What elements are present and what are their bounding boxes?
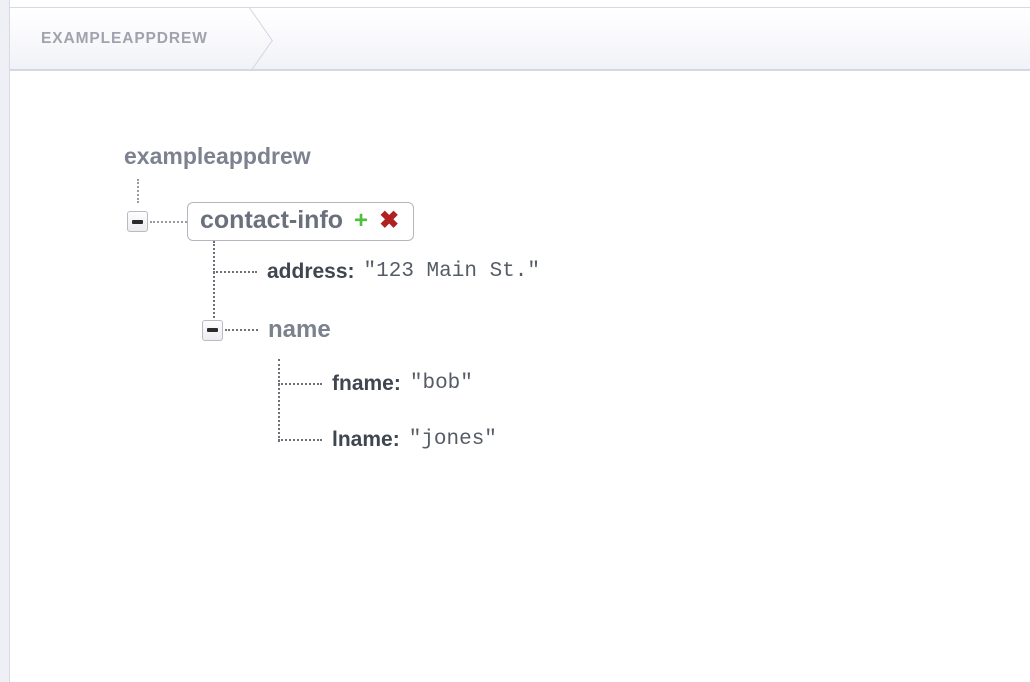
collapse-toggle-contact-info[interactable] (127, 211, 148, 232)
node-label-contact-info: contact-info (200, 206, 344, 234)
leaf-key-address: address: (267, 260, 355, 283)
collapse-toggle-name[interactable] (202, 319, 223, 341)
node-label-name[interactable]: name (268, 316, 331, 343)
app-panel: EXAMPLEAPPDREW exampleappdrew contact-in… (9, 0, 1030, 682)
tree-node-name: name (202, 318, 331, 342)
connector-address-horizontal (213, 270, 257, 273)
plus-icon[interactable]: + (354, 206, 369, 234)
connector-root-vertical (137, 179, 139, 203)
connector-contact-children-vertical (213, 241, 215, 337)
tree-view: exampleappdrew contact-info + ✖ address:… (10, 71, 1030, 682)
connector-contact-info-horizontal (150, 220, 187, 223)
breadcrumb-label: EXAMPLEAPPDREW (41, 30, 208, 47)
minus-icon (207, 328, 218, 332)
tree-root-label: exampleappdrew (124, 143, 311, 169)
connector-fname-horizontal (278, 382, 322, 385)
node-box-contact-info[interactable]: contact-info + ✖ (187, 202, 415, 241)
close-icon[interactable]: ✖ (379, 206, 400, 234)
tree-node-contact-info: contact-info + ✖ (127, 202, 415, 241)
connector-name-children-vertical (278, 359, 280, 442)
connector-name-horizontal (225, 329, 258, 331)
chevron-right-icon (238, 8, 274, 70)
header-bar: EXAMPLEAPPDREW (10, 7, 1030, 71)
leaf-key-fname: fname: (332, 372, 401, 395)
leaf-value-fname: "bob" (409, 372, 473, 395)
breadcrumb-item-exampleappdrew[interactable]: EXAMPLEAPPDREW (10, 8, 238, 70)
tree-leaf-lname[interactable]: lname: "jones" (278, 429, 497, 450)
leaf-key-lname: lname: (332, 428, 400, 451)
tree-leaf-fname[interactable]: fname: "bob" (278, 373, 473, 394)
breadcrumb: EXAMPLEAPPDREW (10, 8, 274, 70)
leaf-value-lname: "jones" (408, 428, 497, 451)
connector-lname-horizontal (278, 438, 322, 441)
minus-icon (132, 219, 143, 224)
leaf-value-address: "123 Main St." (363, 260, 540, 283)
tree-leaf-address[interactable]: address: "123 Main St." (213, 261, 540, 282)
